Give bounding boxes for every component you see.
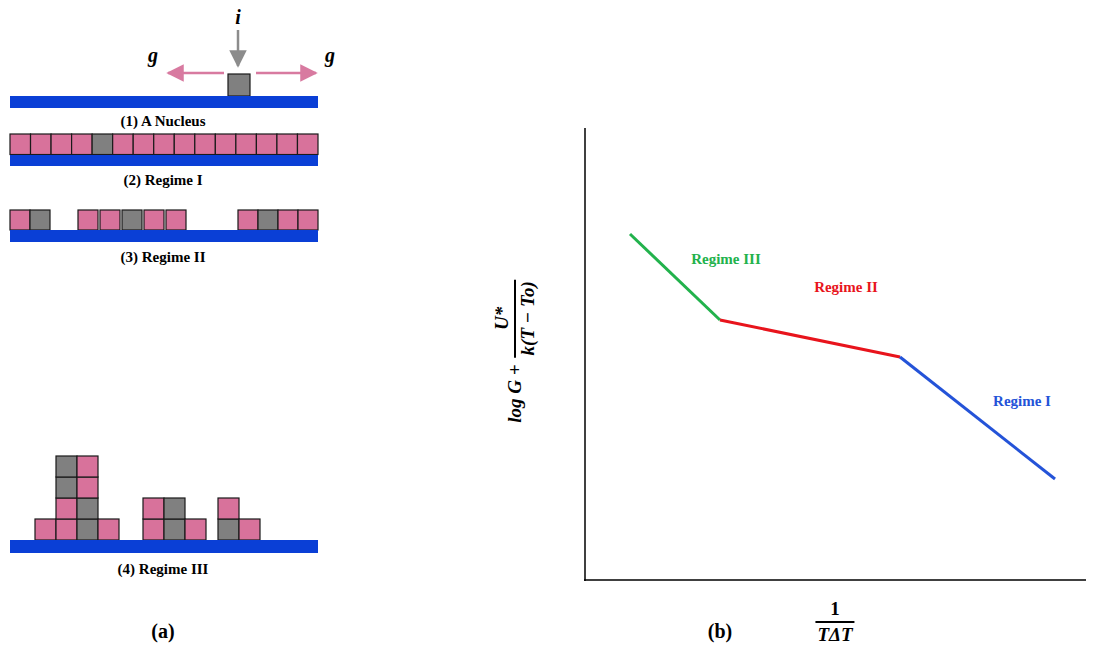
crystal-unit — [164, 519, 185, 540]
y-axis-label: log G + U*k(T − To) — [491, 279, 539, 424]
fraction-bar — [815, 621, 854, 623]
crystal-unit — [236, 134, 257, 155]
regime-label: Regime III — [691, 251, 761, 268]
growth-arrow — [168, 72, 224, 75]
numerator: 1 — [828, 598, 842, 620]
panel-label: (b) — [708, 620, 732, 642]
crystal-unit — [143, 498, 164, 519]
crystal-unit — [298, 210, 318, 230]
x-axis — [584, 579, 1086, 581]
crystal-unit — [218, 498, 239, 519]
regime-i-line — [900, 357, 1055, 479]
crystal-unit — [77, 456, 98, 477]
regime-ii-line — [720, 320, 900, 357]
crystal-unit — [56, 519, 77, 540]
crystal-unit — [72, 134, 93, 155]
crystal-unit — [56, 477, 77, 498]
crystal-unit — [56, 498, 77, 519]
crystal-unit — [256, 134, 277, 155]
crystal-unit — [78, 210, 98, 230]
crystal-unit — [30, 210, 50, 230]
fraction-bar — [514, 279, 516, 357]
substrate-bar — [10, 540, 318, 553]
crystal-unit — [278, 210, 298, 230]
crystal-unit — [195, 134, 216, 155]
crystal-unit — [218, 519, 239, 540]
crystal-unit — [297, 134, 318, 155]
crystal-unit — [154, 134, 175, 155]
crystal-unit — [164, 498, 185, 519]
crystal-unit — [133, 134, 154, 155]
crystal-unit — [215, 134, 236, 155]
crystal-unit — [185, 519, 206, 540]
numerator: U* — [491, 305, 513, 332]
regime-label: Regime II — [814, 279, 878, 296]
substrate-bar — [10, 96, 318, 108]
crystal-unit — [166, 210, 186, 230]
incoming-arrow — [237, 30, 240, 66]
substrate-bar — [10, 230, 318, 242]
fraction: U*k(T − To) — [491, 279, 539, 357]
crystal-unit — [31, 134, 52, 155]
growth-arrow — [256, 72, 316, 75]
denominator: k(T − To) — [517, 279, 539, 357]
crystal-unit — [277, 134, 298, 155]
crystal-unit — [10, 210, 30, 230]
crystal-unit — [144, 210, 164, 230]
panel-caption: (1) A Nucleus — [120, 113, 205, 130]
crystal-unit — [77, 519, 98, 540]
x-axis-label: 1TΔT — [815, 598, 854, 646]
crystal-unit — [238, 210, 258, 230]
crystal-unit — [10, 134, 31, 155]
crystal-unit — [143, 519, 164, 540]
crystal-unit — [258, 210, 278, 230]
growth-rate-label: g — [325, 44, 335, 66]
y-axis — [584, 128, 586, 581]
crystal-unit — [174, 134, 195, 155]
regime-label: Regime I — [993, 393, 1051, 410]
crystal-unit — [113, 134, 134, 155]
incoming-flux-label: i — [235, 6, 241, 28]
crystal-unit — [228, 74, 250, 96]
crystal-unit — [239, 519, 260, 540]
panel-caption: (4) Regime III — [118, 561, 209, 578]
axis-term: log G + — [504, 362, 526, 424]
crystal-unit — [92, 134, 113, 155]
crystal-unit — [77, 498, 98, 519]
panel-caption: (2) Regime I — [123, 172, 202, 189]
growth-rate-label: g — [148, 44, 158, 66]
substrate-bar — [10, 155, 318, 166]
regime-iii-line — [630, 234, 720, 320]
panel-label: (a) — [151, 620, 174, 642]
crystal-unit — [51, 134, 72, 155]
crystal-unit — [56, 456, 77, 477]
crystal-unit — [35, 519, 56, 540]
denominator: TΔT — [815, 624, 854, 646]
panel-caption: (3) Regime II — [121, 249, 206, 266]
crystal-unit — [77, 477, 98, 498]
fraction: 1TΔT — [815, 598, 854, 646]
crystal-unit — [122, 210, 142, 230]
crystal-unit — [100, 210, 120, 230]
crystal-unit — [98, 519, 119, 540]
